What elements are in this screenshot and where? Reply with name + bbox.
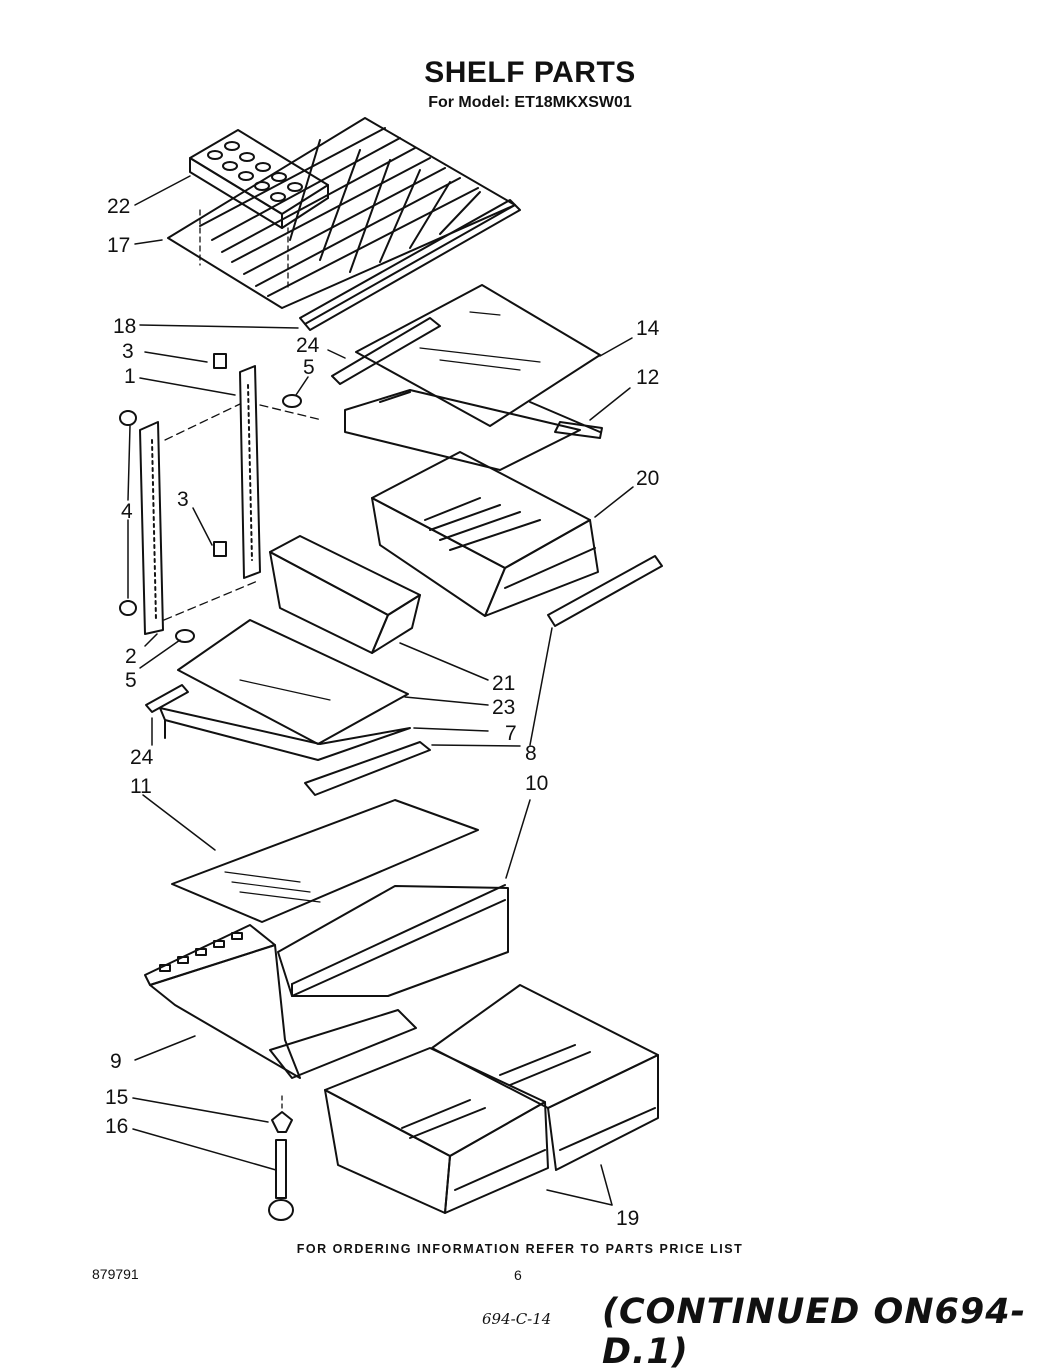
page-title: SHELF PARTS <box>424 56 636 89</box>
leveling-leg-cap <box>271 1095 293 1133</box>
exploded-parts-diagram: 22 17 18 24 14 3 5 1 12 4 3 20 2 5 21 23… <box>105 117 663 1230</box>
ladder-pin-upper <box>282 394 302 408</box>
meat-pan-drawer <box>371 451 599 617</box>
callout-7: 7 <box>505 722 517 745</box>
callout-9: 9 <box>110 1050 122 1073</box>
ladder-cap-top <box>119 410 137 426</box>
document-number: 879791 <box>92 1266 139 1282</box>
shelf-ladder-right <box>239 365 261 579</box>
ordering-info-note: FOR ORDERING INFORMATION REFER TO PARTS … <box>296 1242 744 1256</box>
callout-2: 2 <box>125 645 137 668</box>
shelf-frame-middle <box>159 707 411 761</box>
callout-21: 21 <box>492 672 515 695</box>
crisper-cover-frame <box>277 884 509 997</box>
glass-shelf-upper <box>355 284 601 427</box>
callout-24-upper: 24 <box>296 334 320 357</box>
freezer-shelf-trim <box>299 199 521 331</box>
callout-19: 19 <box>616 1207 639 1230</box>
handwritten-reference: 694-C-14 <box>482 1310 552 1328</box>
callout-5-lower: 5 <box>125 669 137 692</box>
callout-11: 11 <box>130 775 152 798</box>
ladder-cap-bottom <box>119 600 137 616</box>
callout-12: 12 <box>636 366 659 389</box>
rail-10 <box>547 555 663 627</box>
shelf-trim-24-lower <box>145 684 189 713</box>
crisper-cover-glass <box>171 799 479 923</box>
shelf-frame-upper <box>344 389 603 471</box>
callout-16: 16 <box>105 1115 128 1138</box>
callout-3-upper: 3 <box>122 340 134 363</box>
page-number: 6 <box>514 1267 522 1283</box>
shelf-trim-24-upper <box>331 317 441 385</box>
crisper-drawer-right <box>431 984 659 1171</box>
freezer-wire-shelf <box>167 117 516 309</box>
shelf-ladder-left <box>139 421 164 635</box>
callout-18: 18 <box>113 315 136 338</box>
leveling-leg-screw <box>268 1139 294 1221</box>
callout-8: 8 <box>525 742 537 765</box>
ladder-clip-upper <box>213 353 227 369</box>
callout-5-upper: 5 <box>303 356 315 379</box>
callout-1: 1 <box>124 365 136 388</box>
ladder-pin-lower <box>175 629 195 643</box>
continued-note: (CONTINUED ON694-D.1) <box>602 1292 1027 1372</box>
model-subtitle: For Model: ET18MKXSW01 <box>428 94 632 111</box>
callout-17: 17 <box>107 234 130 257</box>
callout-10: 10 <box>525 772 548 795</box>
callout-22: 22 <box>107 195 130 218</box>
ladder-clip-lower <box>213 541 227 557</box>
callout-3-lower: 3 <box>177 488 189 511</box>
crisper-support-base <box>144 924 417 1079</box>
glass-shelf-middle <box>177 619 409 745</box>
callout-23: 23 <box>492 696 515 719</box>
shelf-trim-8 <box>304 741 431 796</box>
callout-14: 14 <box>636 317 660 340</box>
crisper-drawer-left <box>324 1047 549 1214</box>
callout-20: 20 <box>636 467 659 490</box>
callout-15: 15 <box>105 1086 128 1109</box>
callout-4: 4 <box>121 500 133 523</box>
ice-cube-tray <box>189 129 329 291</box>
storage-bin <box>269 535 421 654</box>
callout-24-lower: 24 <box>130 746 154 769</box>
